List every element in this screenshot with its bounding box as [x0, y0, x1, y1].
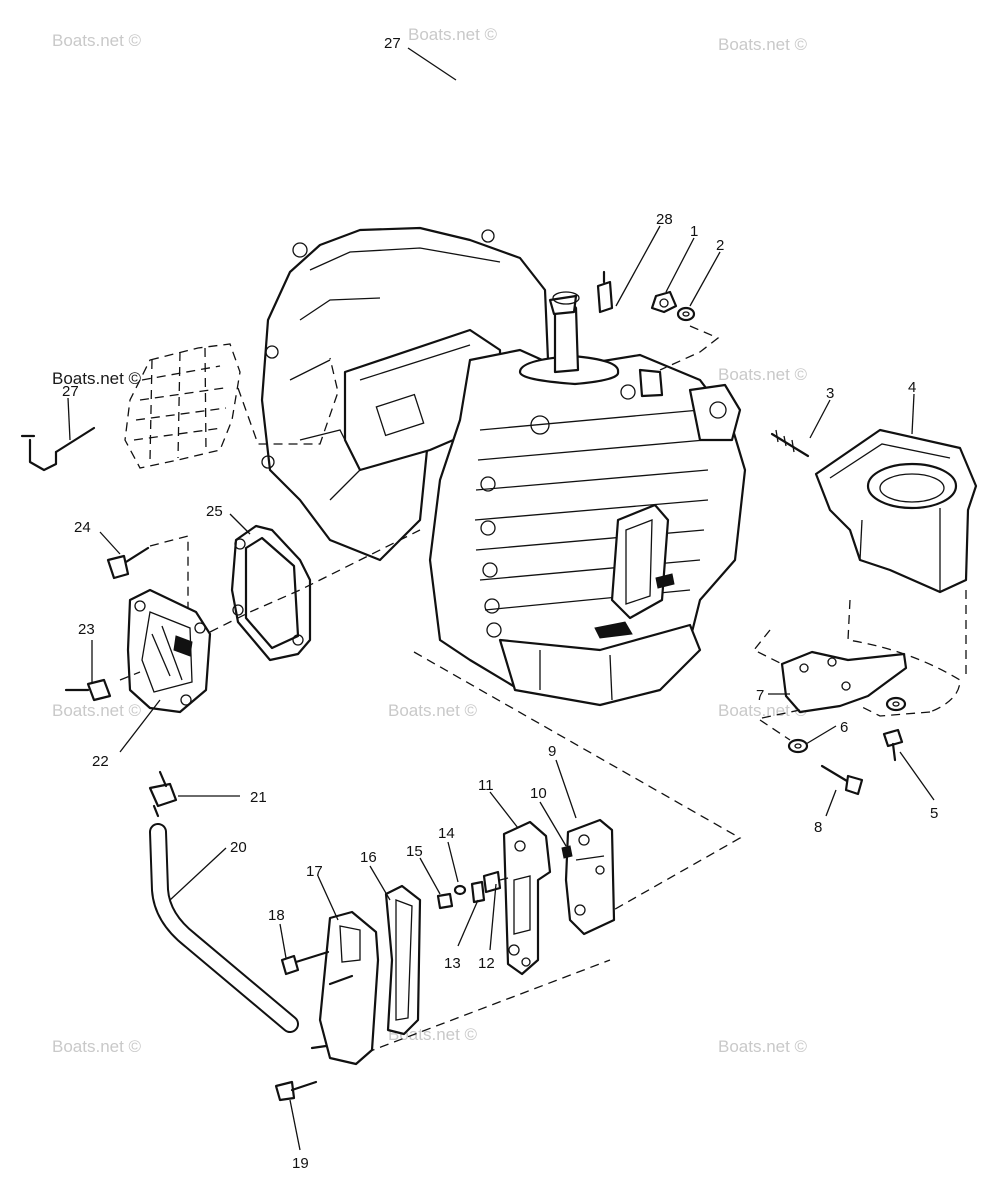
callout-27-left: 27	[62, 383, 79, 400]
callout-24: 24	[74, 519, 91, 536]
screw-15	[436, 892, 454, 910]
callout-12: 12	[478, 955, 495, 972]
callout-25: 25	[206, 503, 223, 520]
hose-27	[155, 76, 611, 305]
stud-3	[770, 429, 810, 458]
leader-lines	[67, 47, 935, 1151]
callout-28: 28	[656, 211, 673, 228]
dashed-reed-assembly	[124, 343, 241, 469]
dashed-leader	[659, 325, 720, 371]
fitting-28	[596, 270, 614, 314]
reed-13	[470, 880, 486, 904]
washer-6	[787, 696, 907, 754]
plate-9	[564, 818, 616, 936]
watermark: Boats.net ©	[52, 31, 142, 50]
callout-2: 2	[716, 237, 724, 254]
watermark: Boats.net ©	[718, 365, 808, 384]
watermark: Boats.net ©	[52, 369, 142, 388]
watermark: Boats.net ©	[388, 1025, 478, 1044]
callout-16: 16	[360, 849, 377, 866]
housing-bracket-4	[814, 428, 978, 717]
watermark: Boats.net ©	[718, 1037, 808, 1056]
elbow-fitting	[20, 426, 96, 472]
callout-17: 17	[306, 863, 323, 880]
callout-3: 3	[826, 385, 834, 402]
callout-18: 18	[268, 907, 285, 924]
watermark: Boats.net ©	[388, 701, 478, 720]
dashed-leader	[752, 629, 783, 665]
callout-5: 5	[930, 805, 938, 822]
dashed-leader	[209, 529, 421, 633]
callout-23: 23	[78, 621, 95, 638]
watermark: Boats.net ©	[718, 35, 808, 54]
watermark: Boats.net ©	[408, 25, 498, 44]
callout-15: 15	[406, 843, 423, 860]
callout-6: 6	[840, 719, 848, 736]
washer-14	[453, 884, 467, 896]
screw-19	[274, 1080, 318, 1102]
dashed-leader	[149, 535, 189, 620]
gasket-25	[230, 524, 312, 662]
screw-5	[882, 728, 904, 762]
reed-plate-11	[502, 820, 552, 976]
nut-1	[650, 290, 678, 314]
callout-14: 14	[438, 825, 455, 842]
dashed-leader	[413, 651, 742, 913]
elbow-21	[148, 770, 178, 818]
callout-7: 7	[756, 687, 764, 704]
callout-21: 21	[250, 789, 267, 806]
bolt-8	[820, 764, 864, 796]
engine-block-icon	[237, 226, 747, 707]
hose-20	[149, 823, 299, 1033]
callout-13: 13	[444, 955, 461, 972]
callout-8: 8	[814, 819, 822, 836]
watermarks: Boats.net © Boats.net © Boats.net © Boat…	[52, 25, 808, 1056]
callout-20: 20	[230, 839, 247, 856]
callout-4: 4	[908, 379, 916, 396]
callout-11: 11	[478, 777, 494, 794]
watermark: Boats.net ©	[52, 701, 142, 720]
callout-9: 9	[548, 743, 556, 760]
callout-10: 10	[530, 785, 547, 802]
plate-bracket-7	[780, 650, 908, 714]
callout-19: 19	[292, 1155, 309, 1172]
screw-24	[106, 546, 150, 580]
callout-27: 27	[384, 35, 401, 52]
dashed-leader	[761, 709, 801, 719]
callouts: 27 28 1 2 3 4 5 6 7 8 9 10 11 12 13 14 1…	[62, 35, 938, 1172]
cover-plate-22	[126, 588, 212, 714]
watermark: Boats.net ©	[718, 701, 808, 720]
callout-22: 22	[92, 753, 109, 770]
callout-1: 1	[690, 223, 698, 240]
dashed-leader	[759, 719, 791, 741]
adapter-17	[310, 910, 380, 1066]
gasket-16	[384, 884, 422, 1036]
watermark: Boats.net ©	[52, 1037, 142, 1056]
washer-2	[676, 306, 696, 322]
spring-10	[561, 845, 573, 859]
dashed-leader	[351, 959, 611, 1059]
dashed-leader	[119, 671, 141, 681]
screw-18	[280, 950, 330, 976]
fitting-23	[64, 678, 112, 702]
